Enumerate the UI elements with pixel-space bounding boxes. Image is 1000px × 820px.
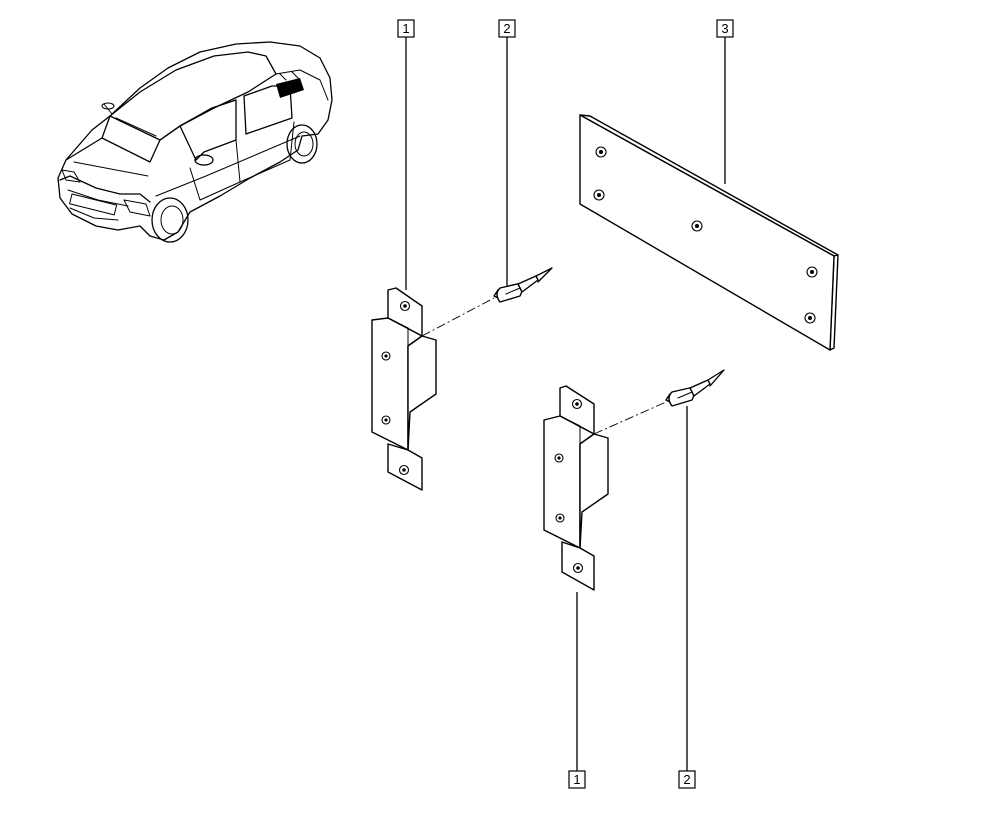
callout-1-bottom: 1 — [568, 592, 586, 789]
callout-2-top-label: 2 — [503, 21, 510, 36]
part-2-rivet-lower — [665, 369, 725, 407]
callout-3-top: 3 — [716, 19, 734, 184]
callout-1-top-label: 1 — [402, 21, 409, 36]
car-locator-illustration — [57, 41, 333, 243]
callout-1-top: 1 — [397, 19, 415, 290]
part-1-bracket-upper — [371, 287, 437, 491]
alignment-lines-upper — [421, 297, 495, 394]
part-1-bracket-lower — [543, 385, 609, 591]
part-2-rivet-upper — [493, 267, 553, 303]
part-3-plate — [579, 114, 839, 351]
location-highlight — [276, 71, 304, 98]
callout-2-bottom-label: 2 — [683, 772, 690, 787]
alignment-lines-lower — [593, 401, 667, 494]
callout-3-top-label: 3 — [721, 21, 728, 36]
callout-1-bottom-label: 1 — [573, 772, 580, 787]
callout-2-bottom: 2 — [678, 406, 696, 789]
callout-2-top: 2 — [498, 19, 516, 286]
plate-holes — [593, 146, 818, 324]
